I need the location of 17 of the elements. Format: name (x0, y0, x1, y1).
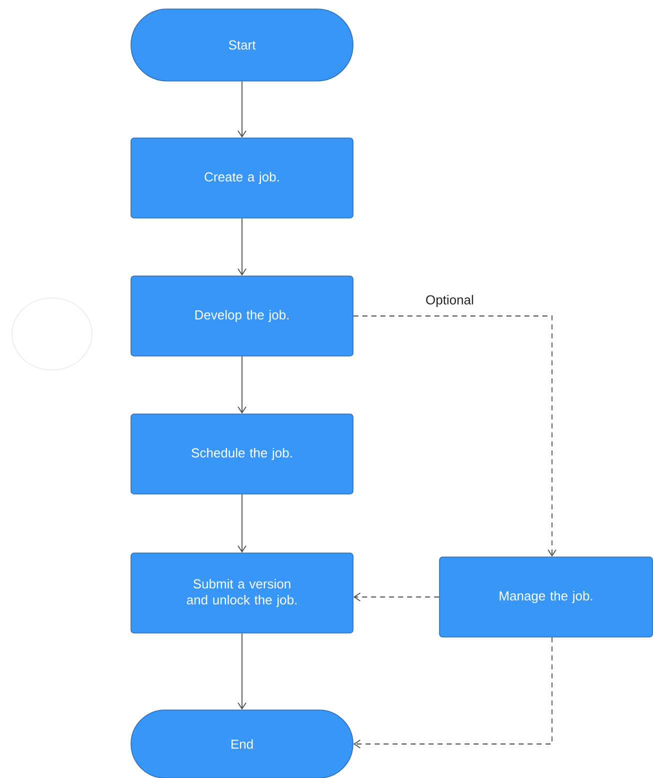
edge-label: Optional (424, 294, 475, 308)
circle-outline (12, 298, 92, 370)
terminal-box: End (130, 710, 354, 778)
arrow (238, 218, 246, 276)
arrow (352, 316, 556, 557)
process-box: Submit a version and unlock the job. (130, 552, 354, 634)
arrow (238, 494, 246, 553)
process-box: Create a job. (130, 138, 354, 218)
process-box: Schedule the job. (130, 414, 354, 494)
process-box: Manage the job. (439, 556, 653, 638)
arrow (238, 80, 246, 138)
arrow (353, 592, 440, 602)
arrow (238, 356, 246, 414)
terminal-box: Start (130, 8, 354, 82)
process-box: Develop the job. (130, 276, 354, 356)
arrow (238, 632, 246, 710)
arrow (353, 636, 552, 748)
